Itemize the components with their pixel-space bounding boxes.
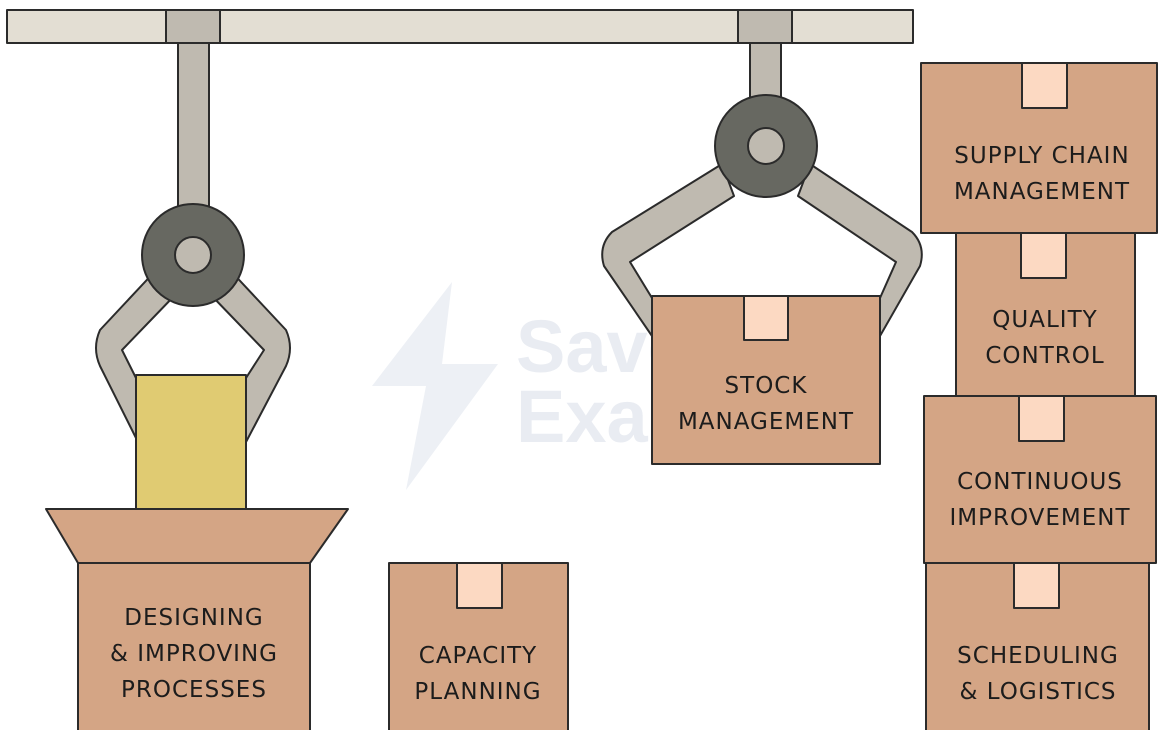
quality-label-line-1: QUALITY: [992, 307, 1098, 333]
right-claw-left-arm: [601, 163, 735, 337]
right-claw-right-arm: [797, 163, 923, 337]
right-claw-hub-center: [747, 127, 785, 165]
held-item: [135, 374, 247, 516]
designing-label-line-3: PROCESSES: [121, 677, 267, 703]
left-claw-left-arm: [95, 267, 177, 439]
designing-label-line-1: DESIGNING: [124, 605, 264, 631]
capacity-box-tape: [456, 562, 503, 609]
left-rail-mount: [165, 9, 221, 44]
left-crane-shaft: [177, 42, 210, 216]
open-box-flaps: [45, 508, 349, 564]
stock-label-line-1: STOCK: [724, 373, 808, 399]
watermark-bolt-icon: [372, 282, 498, 490]
quality-label: QUALITY CONTROL: [985, 302, 1104, 374]
designing-label: DESIGNING & IMPROVING PROCESSES: [110, 600, 278, 708]
supply-label-line-2: MANAGEMENT: [953, 179, 1131, 205]
designing-label-line-2: & IMPROVING: [110, 641, 278, 667]
capacity-label-line-1: CAPACITY: [418, 643, 538, 669]
right-rail-mount: [737, 9, 793, 44]
scheduling-box-tape: [1013, 562, 1060, 609]
capacity-label: CAPACITY PLANNING: [414, 638, 541, 710]
supply-label-line-1: SUPPLY CHAIN: [954, 143, 1130, 169]
quality-box-tape: [1020, 232, 1067, 279]
left-claw-hub-center: [174, 236, 212, 274]
scheduling-label: SCHEDULING & LOGISTICS: [957, 638, 1119, 710]
scheduling-label-line-2: & LOGISTICS: [959, 679, 1117, 705]
stock-label-line-2: MANAGEMENT: [677, 409, 855, 435]
capacity-label-line-2: PLANNING: [414, 679, 542, 705]
supply-label: SUPPLY CHAIN MANAGEMENT: [954, 138, 1130, 210]
supply-box-tape: [1021, 62, 1068, 109]
stock-label: STOCK MANAGEMENT: [678, 368, 854, 440]
continuous-label: CONTINUOUS IMPROVEMENT: [949, 464, 1130, 536]
open-box-body: [77, 562, 311, 730]
stock-box-tape: [743, 295, 789, 341]
continuous-label-line-1: CONTINUOUS: [957, 469, 1123, 495]
quality-box: [955, 232, 1136, 397]
continuous-label-line-2: IMPROVEMENT: [949, 505, 1131, 531]
left-claw-right-arm: [209, 267, 291, 443]
quality-label-line-2: CONTROL: [985, 343, 1105, 369]
scheduling-label-line-1: SCHEDULING: [957, 643, 1119, 669]
continuous-box-tape: [1018, 395, 1065, 442]
